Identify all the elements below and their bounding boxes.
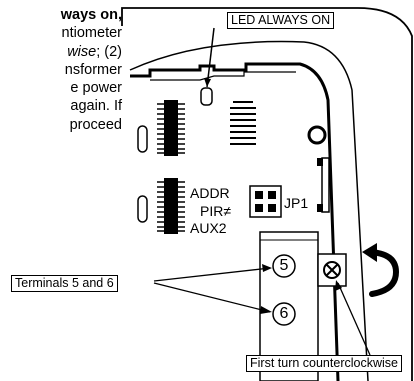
upper-chip-pins — [157, 103, 185, 154]
potentiometer-ring — [307, 125, 327, 145]
terminal-5-circle — [272, 254, 296, 278]
paragraph-line-1: ways on, — [0, 6, 122, 24]
turn-callout: First turn counterclockwise — [246, 355, 402, 372]
terminals-pointer-lower — [153, 282, 271, 313]
aux2-label: AUX2 — [190, 220, 227, 236]
pir-label: PIR≠ — [200, 203, 232, 219]
board-outline — [130, 62, 340, 381]
paragraph-line-3: wise; (2) — [0, 43, 122, 61]
terminals-pointer-upper — [153, 267, 271, 282]
line-3-rest: ; (2) — [96, 43, 122, 60]
side-connector — [321, 157, 330, 213]
side-connector-tab-top — [317, 158, 323, 166]
terminal-6-number: 6 — [279, 305, 289, 322]
mounting-slot-lower — [137, 195, 148, 223]
led-callout: LED ALWAYS ON — [227, 12, 335, 29]
italic-fragment: wise — [67, 43, 97, 60]
led-pointer — [206, 27, 215, 88]
mounting-slot-upper — [137, 125, 148, 153]
jp1-jumper — [249, 185, 282, 218]
paragraph-line-4: nsformer — [64, 61, 122, 78]
terminals-callout: Terminals 5 and 6 — [11, 275, 118, 292]
counterclockwise-arrow-icon — [368, 249, 400, 297]
led-icon — [200, 87, 213, 106]
lower-chip-pins — [157, 181, 185, 232]
jp1-label: JP1 — [284, 195, 309, 211]
paragraph-line-5: e power — [70, 80, 122, 97]
cover-arc — [129, 40, 369, 381]
paragraph-line-2: ntiometer — [61, 25, 122, 42]
outer-frame — [121, 7, 413, 381]
side-connector-tab-bottom — [317, 204, 323, 212]
addr-label: ADDR — [190, 185, 230, 201]
terminal-5-number: 5 — [279, 257, 289, 274]
terminal-6-circle — [272, 302, 296, 326]
board-outline-inner — [150, 71, 296, 81]
instruction-paragraph: ways on, ntiometer wise; (2) nsformer e … — [0, 6, 122, 134]
bar-component — [230, 101, 256, 145]
jp1-pins — [255, 191, 276, 212]
bold-fragment: ways on, — [60, 7, 122, 23]
led-arrowhead — [204, 78, 211, 87]
screw-pointer — [337, 282, 371, 356]
paragraph-line-6: again. If — [70, 98, 122, 115]
paragraph-line-7: proceed — [69, 116, 122, 133]
